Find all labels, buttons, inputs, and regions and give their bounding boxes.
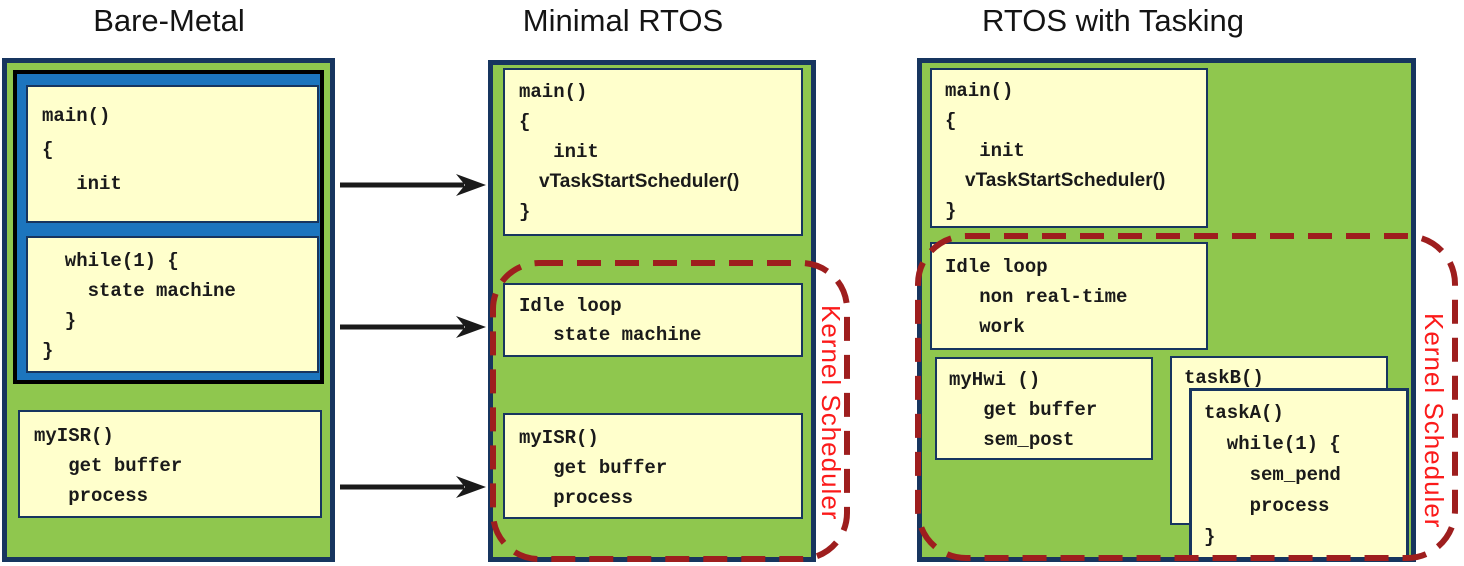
minimal-rtos-kernel-scheduler-label: Kernel Scheduler	[816, 305, 846, 521]
rtos-tasking-main-box: main() { init vTaskStartScheduler() }	[930, 68, 1208, 228]
minimal-rtos-main-box: main() { init vTaskStartScheduler() }	[503, 68, 803, 236]
rtos-tasking-main-code: main() { init	[945, 80, 1025, 162]
rtos-tasking-vtask-line: vTaskStartScheduler()	[965, 170, 1166, 191]
rtos-tasking-close-brace: }	[945, 200, 957, 222]
title-rtos-with-tasking: RTOS with Tasking	[982, 3, 1244, 38]
flow-arrow-middle-icon	[340, 316, 486, 338]
title-bare-metal: Bare-Metal	[93, 3, 245, 38]
rtos-tasking-taska-code: taskA() while(1) { sem_pend process }	[1204, 402, 1341, 548]
rtos-tasking-idle-code: Idle loop non real-time work	[945, 256, 1128, 338]
rtos-tasking-taska-box: taskA() while(1) { sem_pend process }	[1189, 388, 1409, 560]
minimal-rtos-main-code: main() { init	[519, 81, 599, 163]
minimal-rtos-vtask-line: vTaskStartScheduler()	[539, 171, 740, 192]
bare-metal-isr-box: myISR() get buffer process	[18, 410, 322, 518]
bare-metal-isr-code: myISR() get buffer process	[34, 425, 183, 507]
flow-arrow-top-icon	[340, 174, 486, 196]
minimal-rtos-isr-box: myISR() get buffer process	[503, 413, 803, 519]
minimal-rtos-isr-code: myISR() get buffer process	[519, 427, 668, 509]
bare-metal-while-box: while(1) { state machine } }	[26, 236, 319, 373]
minimal-rtos-idle-code: Idle loop state machine	[519, 295, 702, 346]
minimal-rtos-idle-box: Idle loop state machine	[503, 283, 803, 357]
rtos-tasking-kernel-scheduler-label: Kernel Scheduler	[1419, 313, 1449, 529]
rtos-tasking-idle-box: Idle loop non real-time work	[930, 242, 1208, 350]
minimal-rtos-close-brace: }	[519, 201, 531, 223]
bare-metal-main-code: main() { init	[42, 105, 122, 195]
flow-arrow-bottom-icon	[340, 476, 486, 498]
title-minimal-rtos: Minimal RTOS	[522, 3, 724, 38]
rtos-tasking-hwi-code: myHwi () get buffer sem_post	[949, 369, 1098, 451]
bare-metal-while-code: while(1) { state machine } }	[42, 250, 236, 362]
bare-metal-main-box: main() { init	[26, 85, 319, 223]
rtos-tasking-hwi-box: myHwi () get buffer sem_post	[935, 357, 1153, 460]
